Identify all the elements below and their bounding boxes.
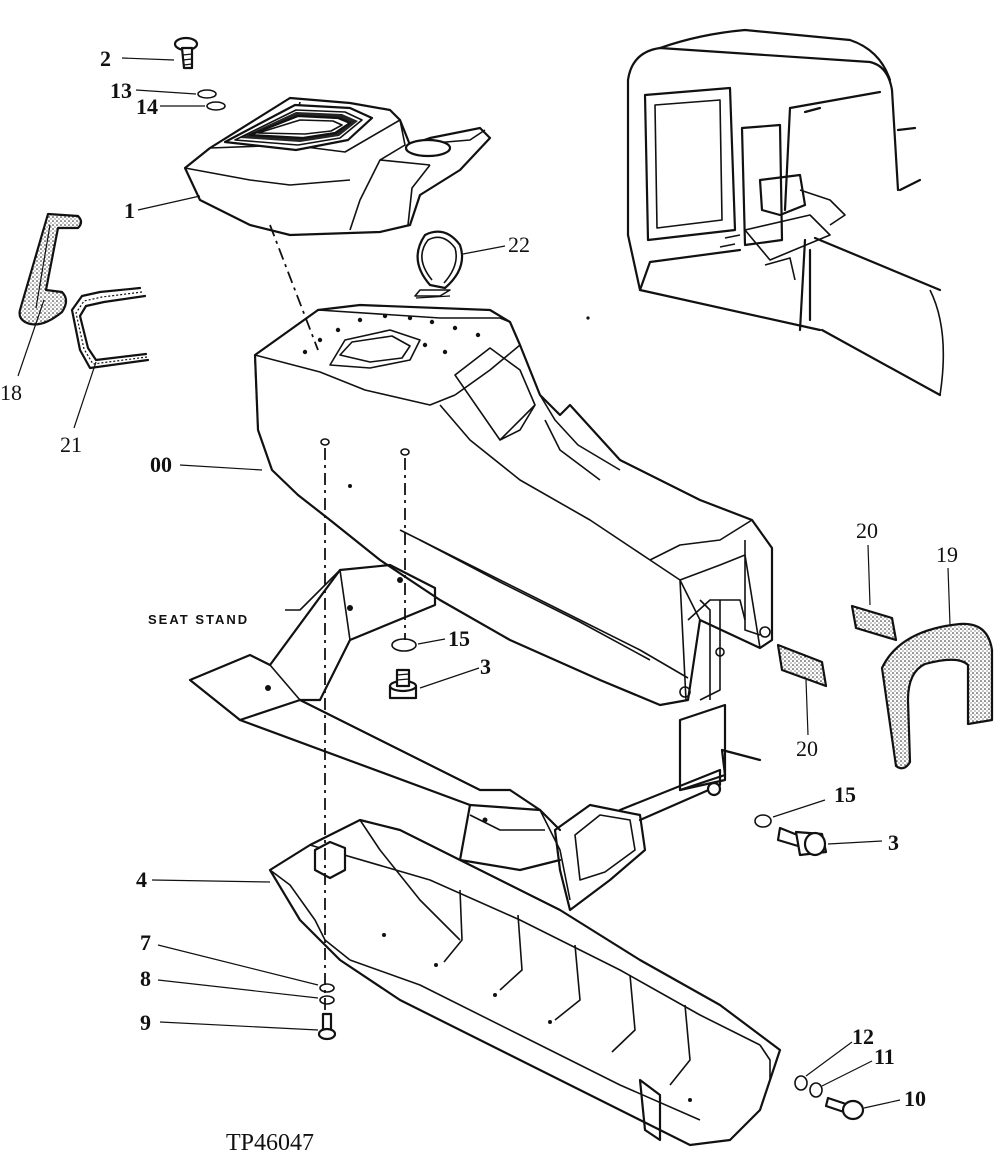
callout-21: 21 — [60, 432, 82, 457]
leader-lines — [17, 57, 951, 1109]
washer-13 — [197, 89, 217, 99]
stray-dot — [586, 316, 590, 320]
centerline-top — [269, 224, 319, 351]
callout-10: 10 — [904, 1086, 926, 1111]
washer-15-upper — [391, 638, 417, 652]
callout-7: 7 — [140, 930, 151, 955]
callout-14: 14 — [136, 94, 158, 119]
callout-2: 2 — [100, 46, 111, 71]
callout-8: 8 — [140, 966, 151, 991]
lower-tray-4 — [268, 818, 782, 1147]
pad-20-lower — [776, 643, 828, 688]
callout-18: 18 — [0, 380, 22, 405]
u-pad-19 — [880, 622, 994, 770]
callout-11: 11 — [874, 1044, 895, 1069]
hole-mark — [320, 438, 330, 446]
trim-18 — [18, 212, 83, 326]
bolt-10 — [824, 1096, 865, 1121]
callout-00: 00 — [150, 452, 172, 477]
callout-15-right: 15 — [834, 782, 856, 807]
callout-3-upper: 3 — [480, 654, 491, 679]
callout-15-upper: 15 — [448, 626, 470, 651]
callout-13: 13 — [110, 78, 132, 103]
washer-7 — [319, 983, 335, 993]
callout-12: 12 — [852, 1024, 874, 1049]
bolt-3-upper — [388, 668, 418, 700]
seat-stand-frame — [188, 563, 571, 901]
seat-stand-label: SEAT STAND — [148, 612, 249, 627]
callout-20-lower: 20 — [796, 736, 818, 761]
callout-19: 19 — [936, 542, 958, 567]
callout-9: 9 — [140, 1010, 151, 1035]
callout-labels: 2 13 14 1 18 21 22 00 SEAT STAND 15 3 20… — [0, 46, 958, 1111]
hole-mark — [400, 448, 410, 456]
clip-22 — [414, 230, 464, 299]
washer-8 — [319, 995, 335, 1005]
callout-1: 1 — [124, 198, 135, 223]
bolt-2 — [173, 36, 199, 70]
callout-22: 22 — [508, 232, 530, 257]
seal-strip-21 — [70, 286, 150, 370]
screw-9 — [317, 1012, 337, 1041]
washer-14 — [206, 101, 226, 111]
callout-3-right: 3 — [888, 830, 899, 855]
washer-11 — [809, 1082, 823, 1098]
callout-4: 4 — [136, 867, 147, 892]
pad-20-upper — [850, 604, 898, 642]
callout-20-upper: 20 — [856, 518, 878, 543]
drawing-code: TP46047 — [226, 1130, 314, 1155]
bolt-3-right — [776, 826, 828, 857]
console-00 — [253, 303, 774, 707]
cab-inset — [626, 28, 945, 397]
top-cover-1 — [183, 96, 492, 237]
washer-15-right — [754, 814, 772, 828]
mount-bracket — [553, 703, 762, 912]
washer-12 — [794, 1075, 808, 1091]
